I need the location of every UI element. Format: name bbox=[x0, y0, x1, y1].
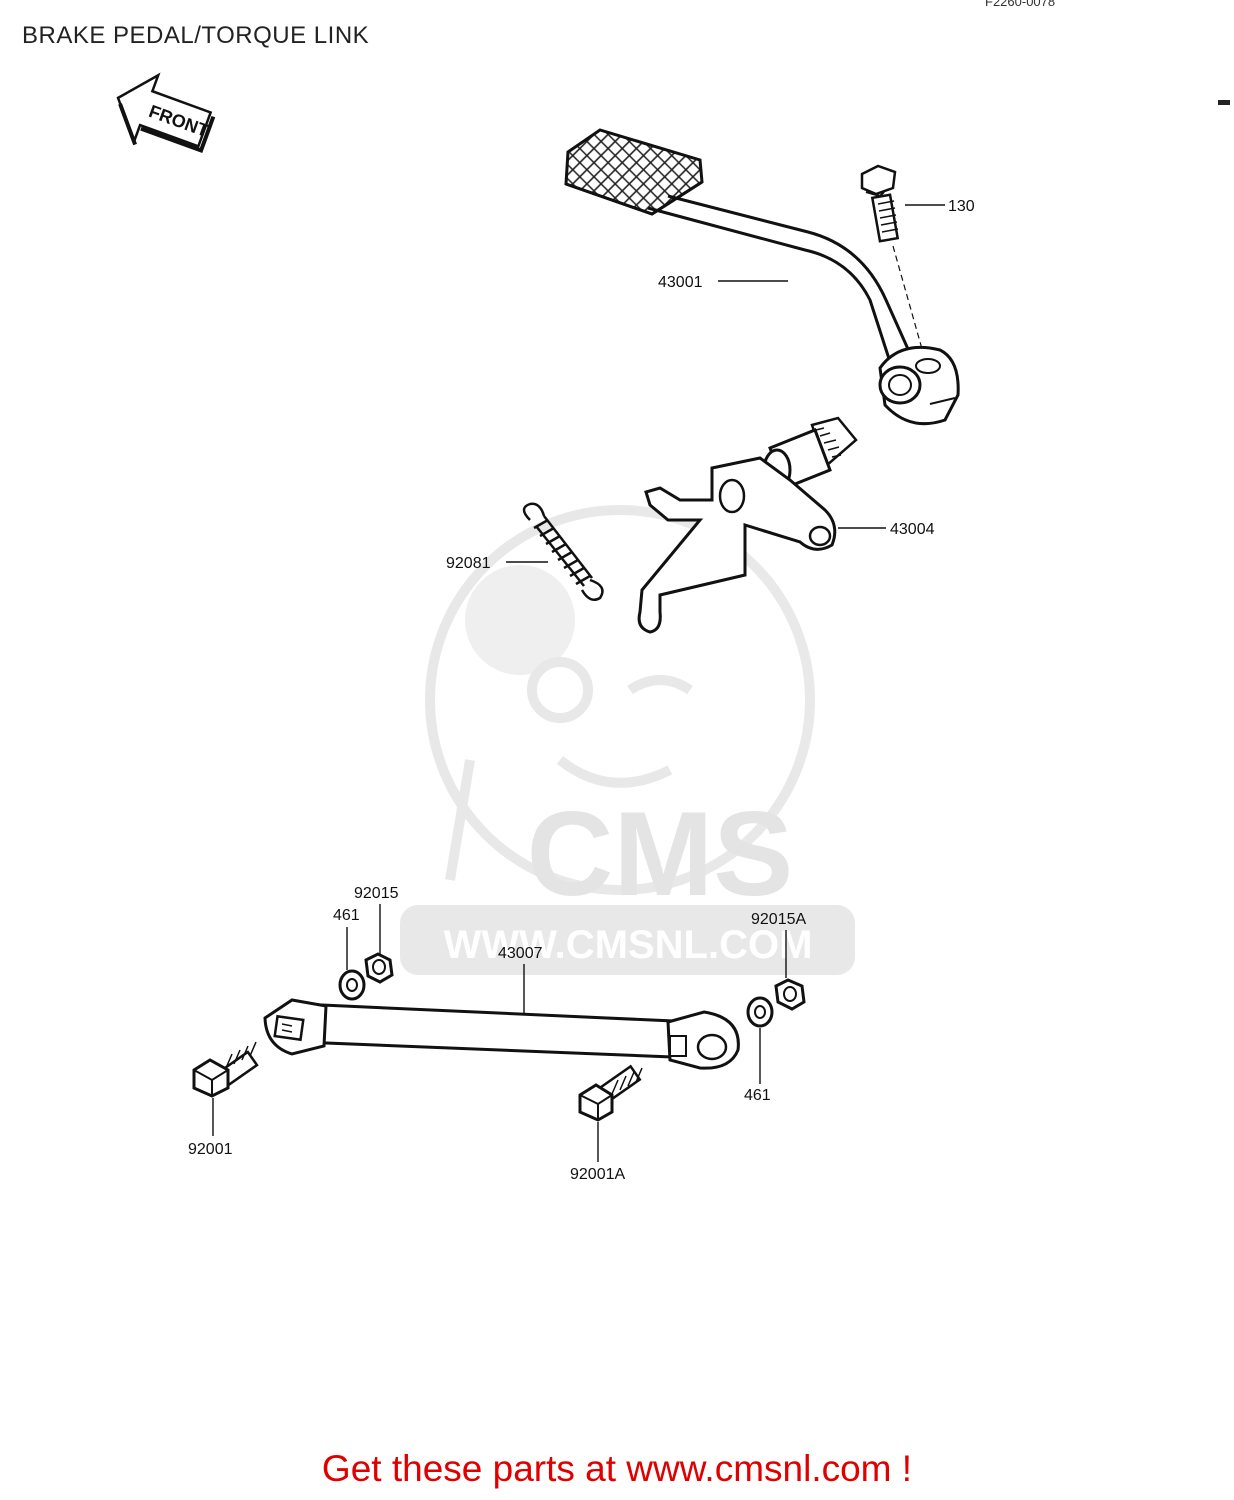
callout-130: 130 bbox=[948, 198, 975, 215]
page-title: BRAKE PEDAL/TORQUE LINK bbox=[22, 22, 370, 49]
callout-92001: 92001 bbox=[188, 1141, 233, 1158]
part-bolt-92001[interactable] bbox=[192, 1041, 259, 1098]
front-arrow-icon: FRONT bbox=[116, 72, 216, 154]
footer-link[interactable]: Get these parts at www.cmsnl.com ! bbox=[321, 1448, 913, 1489]
callout-43007: 43007 bbox=[498, 945, 543, 962]
callout-43004: 43004 bbox=[890, 521, 935, 538]
reference-code: F2260-0078 bbox=[985, 0, 1056, 9]
callout-461-left: 461 bbox=[333, 907, 360, 924]
callout-92015: 92015 bbox=[354, 885, 399, 902]
leader-lines bbox=[212, 204, 945, 1162]
part-nut-92015A[interactable] bbox=[774, 978, 806, 1011]
part-torque-link-43007[interactable] bbox=[263, 998, 740, 1070]
part-washer-461-right[interactable] bbox=[746, 996, 774, 1028]
part-brake-pedal-43001[interactable] bbox=[564, 128, 960, 426]
callout-92081: 92081 bbox=[446, 555, 491, 572]
watermark-url-band bbox=[400, 905, 855, 975]
part-bolt-130[interactable] bbox=[860, 164, 925, 357]
watermark-brand: CMS bbox=[527, 787, 794, 921]
part-nut-92015[interactable] bbox=[364, 952, 394, 984]
part-bolt-92001A[interactable] bbox=[578, 1064, 643, 1122]
part-brake-shaft-43004[interactable] bbox=[637, 416, 858, 634]
callout-92015A: 92015A bbox=[751, 911, 806, 928]
callout-461-right: 461 bbox=[744, 1087, 771, 1104]
callout-92001A: 92001A bbox=[570, 1166, 625, 1183]
edge-mark bbox=[1218, 100, 1230, 105]
callout-43001: 43001 bbox=[658, 274, 703, 291]
part-spring-92081[interactable] bbox=[522, 502, 604, 601]
exploded-view-diagram: CMS WWW.CMSNL.COM FRONT bbox=[116, 72, 1230, 1183]
part-washer-461-left[interactable] bbox=[338, 969, 366, 1001]
watermark: CMS WWW.CMSNL.COM bbox=[400, 505, 855, 975]
watermark-url: WWW.CMSNL.COM bbox=[444, 923, 813, 967]
watermark-mascot-icon bbox=[425, 505, 815, 895]
